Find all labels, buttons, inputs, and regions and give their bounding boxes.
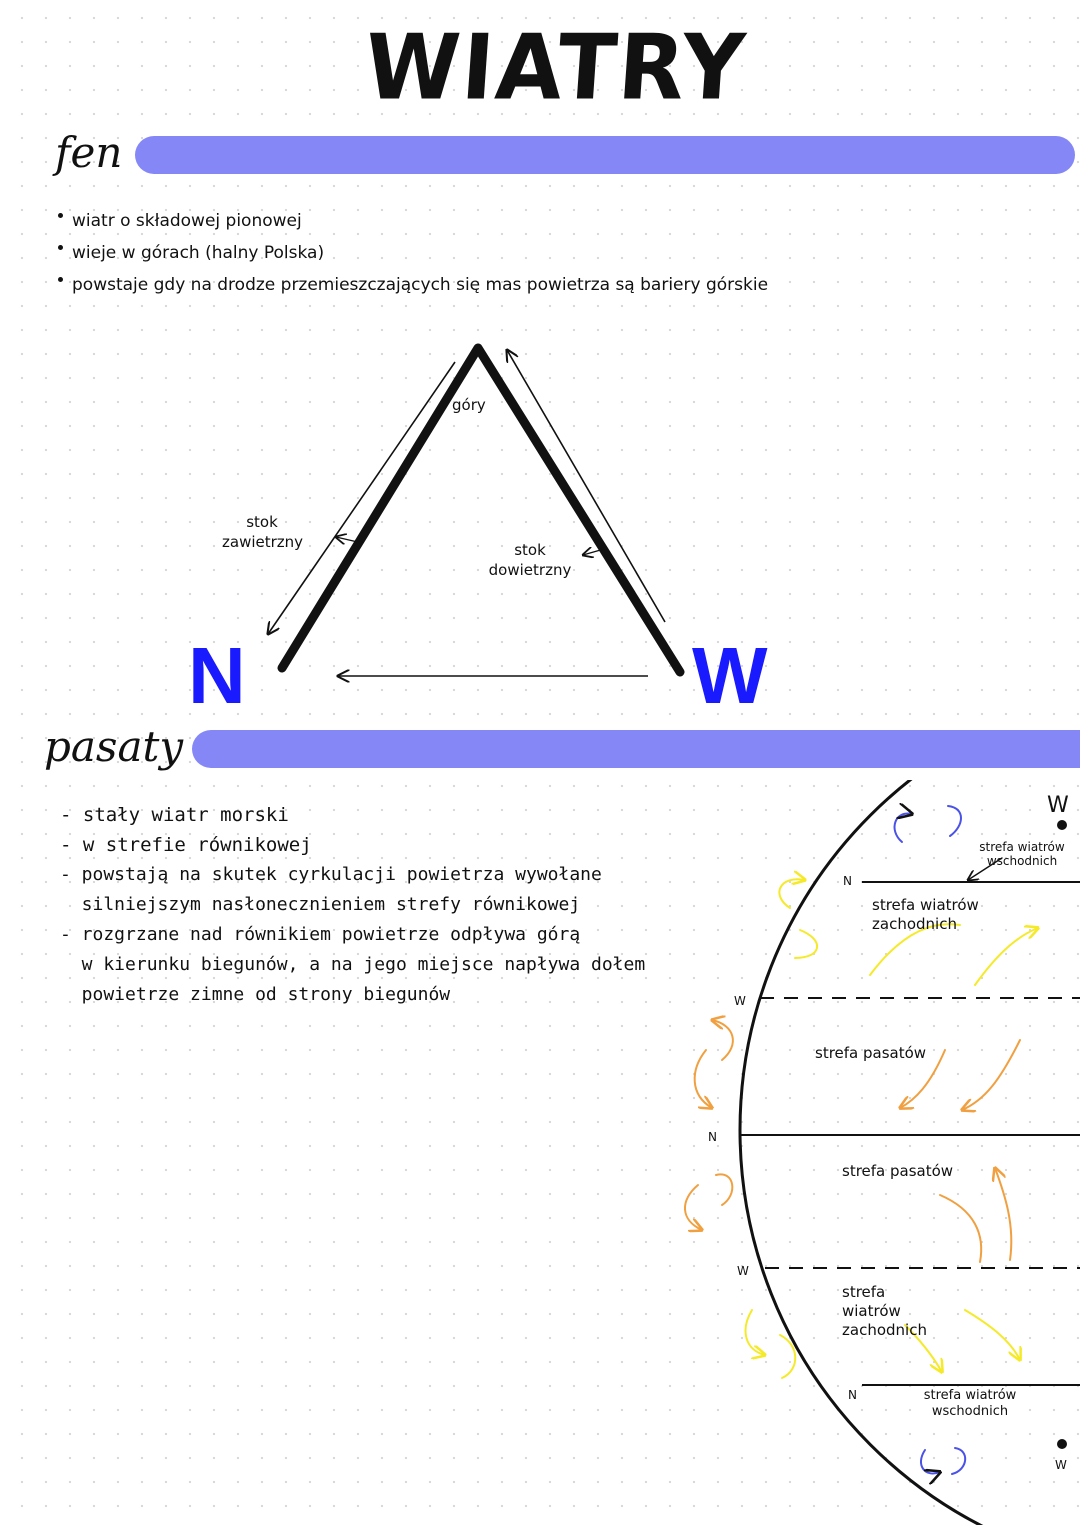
- list-item: w kierunku biegunów, a na jego miejsce n…: [60, 954, 646, 975]
- zone-label: strefa wiatrów wschodnich: [979, 840, 1065, 868]
- right-letter: W: [692, 631, 768, 720]
- peak-label: góry: [452, 396, 486, 414]
- globe-letter: N: [708, 1130, 717, 1144]
- list-item: - rozgrzane nad równikiem powietrze odpł…: [60, 924, 581, 945]
- globe-diagram: [738, 780, 1080, 1525]
- zone-label: strefa wiatrów zachodnich: [872, 896, 979, 933]
- small-arrow-right: [583, 549, 605, 555]
- windward-slope-label: stok dowietrzny: [488, 541, 572, 579]
- globe-pole-top: [1057, 820, 1067, 830]
- zone-label: strefa wiatrów zachodnich: [842, 1283, 927, 1339]
- fen-heading: fen: [55, 128, 123, 177]
- globe-letter: W: [734, 994, 746, 1008]
- list-item: - w strefie równikowej: [60, 834, 312, 856]
- list-item: wiatr o składowej pionowej: [58, 205, 768, 237]
- zone-label: strefa wiatrów wschodnich: [923, 1388, 1017, 1419]
- leeward-air-arrow: [268, 361, 456, 634]
- windward-air-arrow: [507, 350, 666, 623]
- list-item: powietrze zimne od strony biegunów: [60, 984, 451, 1005]
- zone-label: strefa pasatów: [815, 1044, 927, 1062]
- circulation-arrows: [684, 806, 1038, 1474]
- small-arrow-left: [336, 537, 363, 543]
- globe-letter: W: [737, 1264, 749, 1278]
- list-item: silniejszym nasłonecznieniem strefy równ…: [60, 894, 581, 915]
- pasaty-point-list: - stały wiatr morski - w strefie równiko…: [60, 800, 645, 1010]
- mountain-shape: [277, 343, 685, 677]
- zone-label: strefa pasatów: [842, 1162, 954, 1180]
- globe-pole-bottom: [1057, 1439, 1067, 1449]
- pasaty-heading-bar: [192, 730, 1080, 768]
- leeward-slope-label: stok zawietrzny: [222, 513, 304, 551]
- globe-letter: N: [843, 874, 852, 888]
- list-item: powstaje gdy na drodze przemieszczającyc…: [58, 269, 768, 301]
- list-item: - powstają na skutek cyrkulacji powietrz…: [60, 864, 602, 885]
- list-item: - stały wiatr morski: [60, 804, 289, 826]
- globe-letter: W: [1055, 1458, 1067, 1472]
- globe-letter: N: [848, 1388, 857, 1402]
- globe-letter: W: [1047, 793, 1069, 818]
- pasaty-heading: pasaty: [44, 722, 184, 771]
- left-letter: N: [188, 631, 246, 720]
- fen-bullet-list: wiatr o składowej pionowej wieje w górac…: [58, 205, 768, 301]
- list-item: wieje w górach (halny Polska): [58, 237, 768, 269]
- fen-heading-bar: [135, 136, 1075, 174]
